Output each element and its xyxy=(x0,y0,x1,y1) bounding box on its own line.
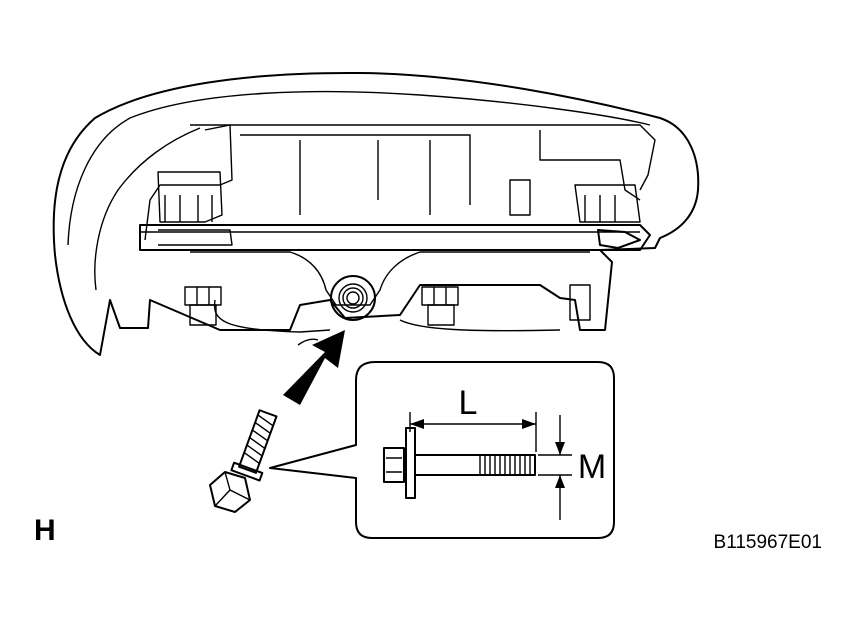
arrow-icon xyxy=(283,330,345,405)
nut-left xyxy=(184,286,222,326)
bolt-drawing xyxy=(209,409,278,513)
bolt-detail-callout: L M xyxy=(269,361,615,539)
nut-right xyxy=(421,286,459,326)
figure-id: B115967E01 xyxy=(714,532,822,553)
dimension-diameter-label: M xyxy=(578,448,606,486)
dimension-length-label: L xyxy=(459,384,478,422)
threaded-hole xyxy=(330,275,376,321)
airbag-module-drawing xyxy=(52,71,700,356)
view-label: H xyxy=(34,514,56,547)
